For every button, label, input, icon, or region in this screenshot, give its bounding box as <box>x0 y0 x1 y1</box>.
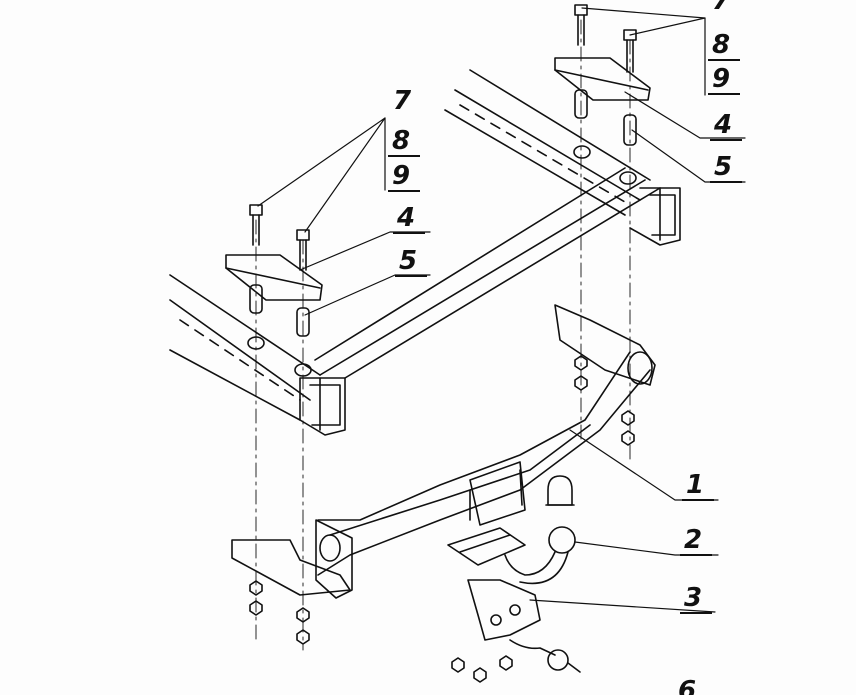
vehicle-frame <box>169 69 681 436</box>
socket-bracket <box>467 579 581 673</box>
callout-5-right: 5 <box>710 154 743 183</box>
leader-lines <box>257 7 746 613</box>
nuts <box>249 355 635 683</box>
main-beam <box>231 304 656 599</box>
callout-5-left: 5 <box>395 248 428 277</box>
callout-9-left: 9 <box>388 163 421 192</box>
callout-part-3: 3 <box>680 585 713 614</box>
callout-7-right: 7 <box>712 0 731 16</box>
callout-part-2: 2 <box>680 527 713 556</box>
callout-part-6: 6 <box>678 676 697 695</box>
callout-4-right: 4 <box>710 112 743 141</box>
callout-8-right: 8 <box>708 32 741 61</box>
callout-4-left: 4 <box>393 205 426 234</box>
callout-9-right: 9 <box>708 66 741 95</box>
callout-8-left: 8 <box>388 128 421 157</box>
left-bolt-group <box>225 204 323 651</box>
right-bolt-group <box>554 4 651 461</box>
tow-ball <box>447 475 576 585</box>
callout-7-left: 7 <box>393 86 412 116</box>
callout-part-1: 1 <box>682 472 715 501</box>
